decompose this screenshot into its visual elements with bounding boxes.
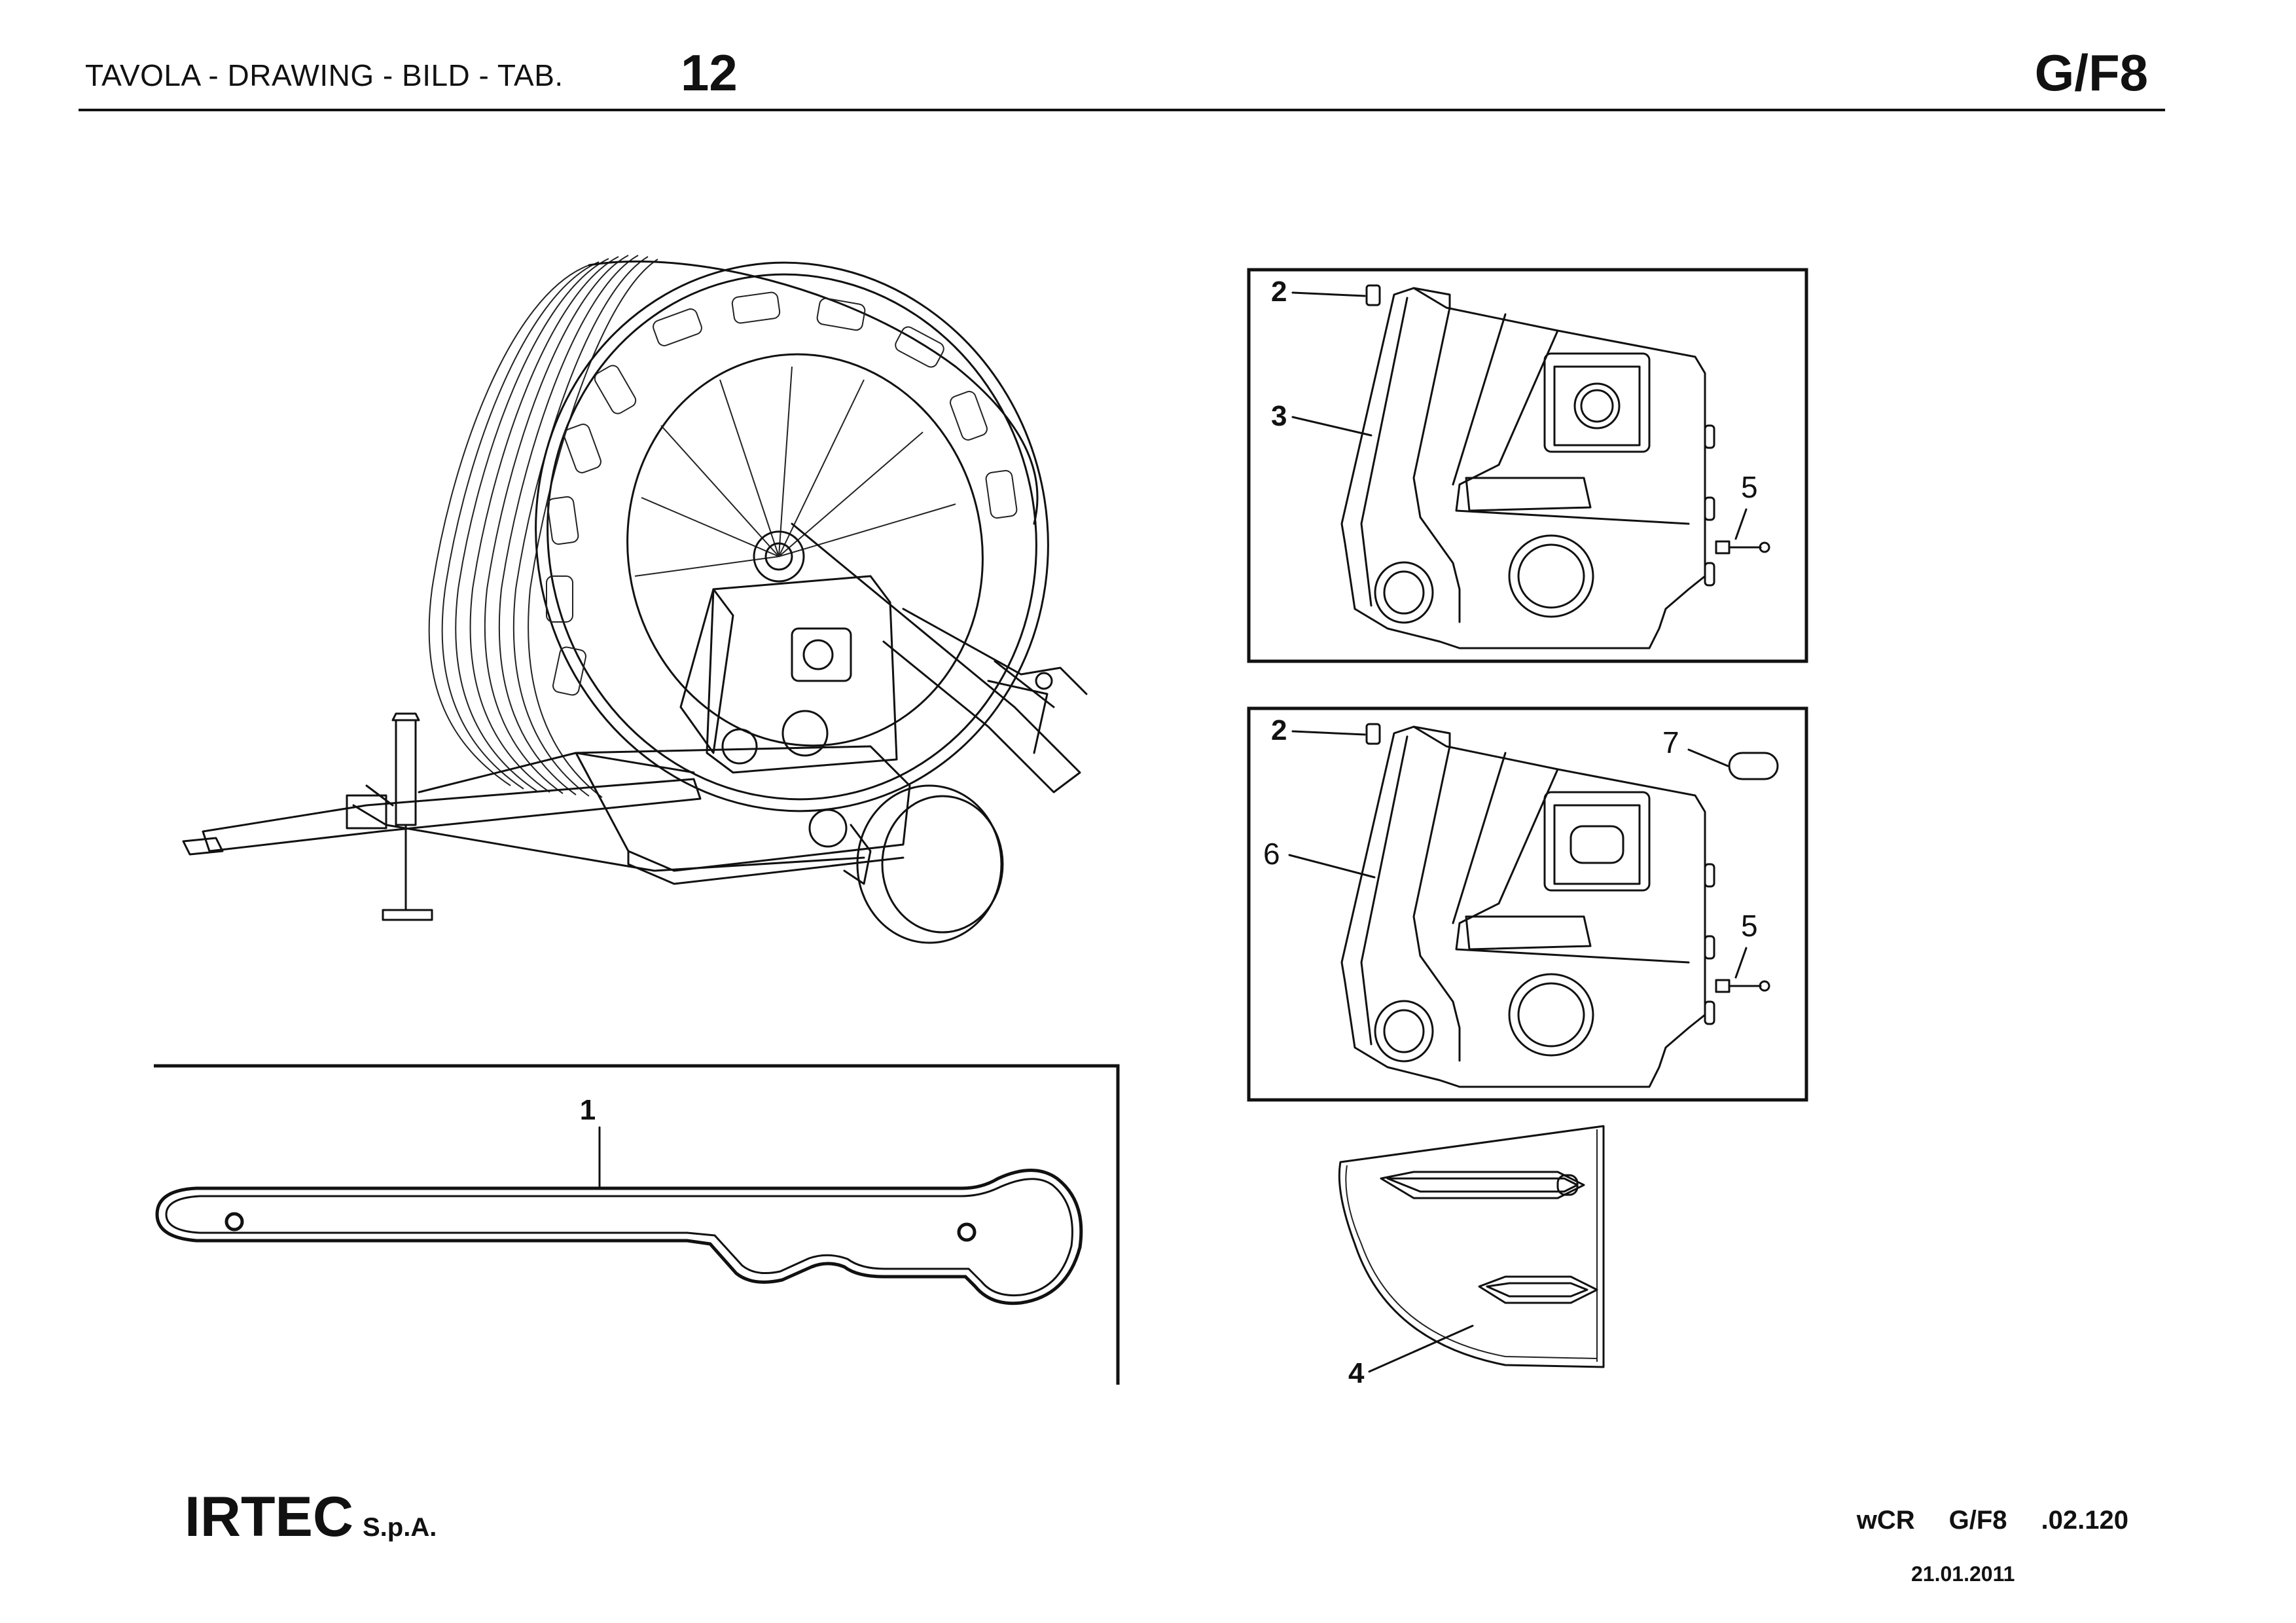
part-7-plug	[1728, 752, 1779, 780]
detail-panel-top: 2 3 5	[1247, 268, 1808, 663]
inlet-pipe	[791, 522, 1088, 793]
callout-4: 4	[1348, 1357, 1365, 1389]
callout-1: 1	[580, 1094, 596, 1126]
header-rule	[79, 109, 2165, 111]
machine-guard-housing	[679, 575, 898, 774]
trailer-chassis	[182, 712, 1004, 944]
company-name: IRTEC	[185, 1486, 353, 1548]
table-number: 12	[681, 44, 738, 101]
group-code-footer: G/F8	[1948, 1506, 2007, 1535]
part-1-panel: 1	[154, 1064, 1120, 1385]
part-5-bolt-bottom	[1715, 979, 1770, 993]
callout-5-bottom: 5	[1741, 909, 1758, 943]
part-1-strap	[155, 1169, 1083, 1305]
callout-2-top: 2	[1271, 276, 1287, 308]
callout-5-top: 5	[1741, 470, 1758, 504]
reel-spokes	[634, 366, 956, 577]
part-5-bolt-top	[1715, 540, 1770, 555]
part-4-plate: 4	[1338, 1125, 1605, 1389]
callout-3: 3	[1271, 400, 1287, 432]
callout-6: 6	[1263, 837, 1280, 871]
callout-2-bottom: 2	[1271, 714, 1287, 746]
detail-panel-bottom: 2 6 7 5	[1247, 706, 1808, 1102]
company-suffix: S.p.A.	[363, 1513, 437, 1542]
part-2-cap-bottom	[1365, 723, 1381, 745]
drawing-date: 21.01.2011	[1911, 1562, 2015, 1586]
company-brand: IRTEC S.p.A.	[185, 1485, 437, 1550]
callout-7: 7	[1662, 725, 1679, 759]
hose-reel-machine	[182, 255, 1088, 944]
guard-housing-bottom	[1340, 725, 1715, 1088]
part-2-cap-top	[1365, 284, 1381, 306]
guard-housing-top	[1340, 287, 1715, 649]
model-code: wCR	[1856, 1506, 1915, 1535]
part-4-slot-upper	[1380, 1171, 1585, 1199]
group-code: G/F8	[2034, 44, 2148, 101]
reel-drum	[428, 255, 1049, 812]
drawing-reference: wCR G/F8 .02.120	[1857, 1506, 2128, 1535]
header-label: TAVOLA - DRAWING - BILD - TAB.	[85, 58, 564, 92]
drawing-number: .02.120	[2041, 1506, 2128, 1535]
part-4-slot-lower	[1478, 1275, 1598, 1304]
